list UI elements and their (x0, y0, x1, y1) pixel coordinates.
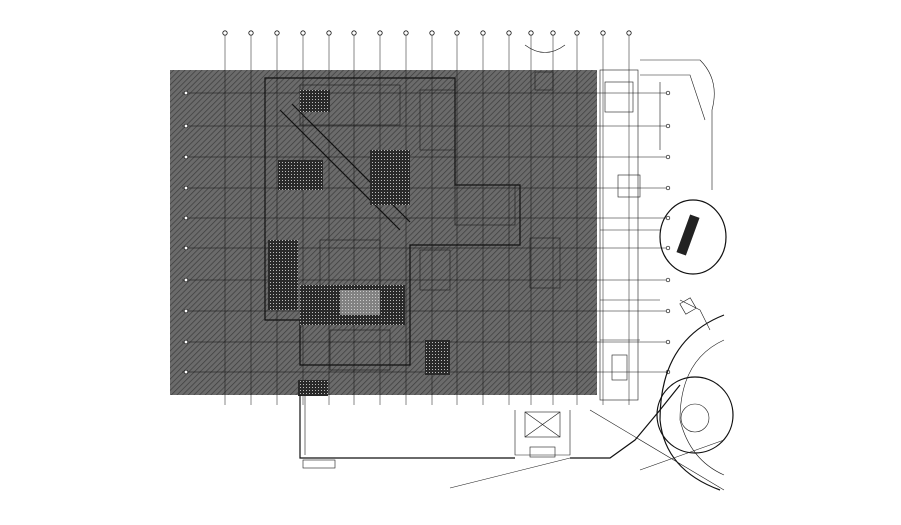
grid-bubble-icon (550, 30, 556, 36)
grid-bubble-icon (351, 30, 357, 36)
grid-bubble-icon (626, 30, 632, 36)
grid-bubble-icon (183, 277, 189, 283)
grid-bubble-icon (454, 30, 460, 36)
north-arrow-icon (524, 44, 566, 53)
grid-bubble-icon (403, 30, 409, 36)
grid-bubble-icon (248, 30, 254, 36)
grid-bubble-icon (665, 123, 671, 129)
grid-bubble-icon (300, 30, 306, 36)
grid-bubble-icon (183, 185, 189, 191)
grid-bubble-icon (665, 90, 671, 96)
hatched-floor-area (170, 70, 597, 395)
grid-bubble-icon (665, 215, 671, 221)
grid-bubble-icon (665, 154, 671, 160)
grid-bubble-icon (183, 339, 189, 345)
lower-extension (299, 384, 681, 489)
grid-bubble-icon (506, 30, 512, 36)
right-site-works (589, 59, 734, 491)
grid-bubble-icon (183, 215, 189, 221)
grid-bubble-icon (183, 308, 189, 314)
grid-bubble-icon (665, 185, 671, 191)
grid-bubble-icon (377, 30, 383, 36)
grid-bubble-icon (600, 30, 606, 36)
grid-bubble-icon (665, 339, 671, 345)
grid-bubble-icon (326, 30, 332, 36)
grid-bubble-icon (429, 30, 435, 36)
grid-bubble-icon (183, 90, 189, 96)
grid-bubble-icon (665, 308, 671, 314)
grid-bubble-icon (222, 30, 228, 36)
detail-callout (659, 199, 727, 275)
grid-bubble-icon (574, 30, 580, 36)
grid-bubble-icon (665, 277, 671, 283)
grid-bubble-icon (183, 245, 189, 251)
grid-bubble-icon (528, 30, 534, 36)
grid-bubble-icon (480, 30, 486, 36)
dense-detail-zones (268, 90, 450, 396)
grid-bubble-icon (665, 245, 671, 251)
roundabout (656, 376, 734, 454)
grid-bubble-icon (183, 123, 189, 129)
grid-bubble-icon (274, 30, 280, 36)
grid-bubble-icon (183, 369, 189, 375)
grid-bubble-icon (183, 154, 189, 160)
